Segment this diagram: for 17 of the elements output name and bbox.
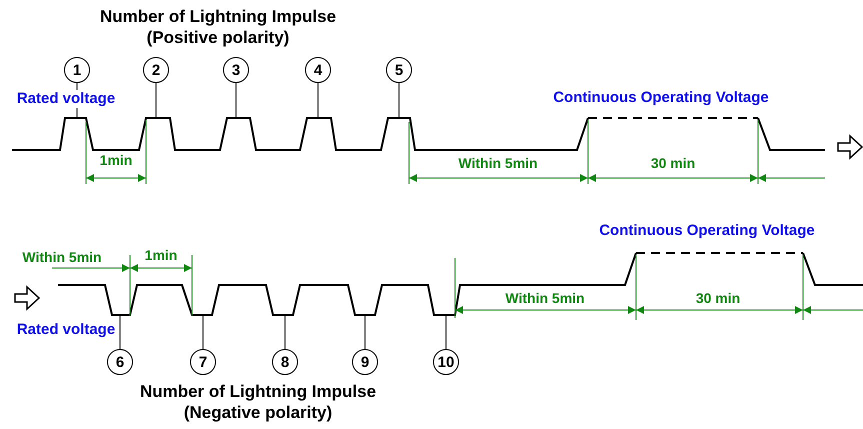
time-label: Within 5min: [505, 289, 585, 307]
voltage-label: Rated voltage: [14, 90, 118, 108]
time-label: Within 5min: [458, 154, 538, 172]
time-label: Within 5min: [22, 248, 102, 266]
voltage-label: Continuous Operating Voltage: [599, 222, 815, 240]
time-label: 1min: [144, 246, 178, 264]
voltage-label: Rated voltage: [16, 321, 116, 339]
leader-line: [398, 82, 400, 118]
figure-heading: Number of Lightning Impulse (Positive polarity): [98, 6, 338, 48]
leader-line: [364, 314, 366, 350]
leader-line: [284, 314, 286, 350]
time-label: 1min: [100, 151, 132, 169]
voltage-label: Continuous Operating Voltage: [553, 89, 769, 107]
time-label: 30 min: [696, 289, 740, 307]
leader-line: [202, 314, 204, 350]
figure-heading: Number of Lightning Impulse (Negative polarity): [138, 381, 378, 423]
time-label: 30 min: [650, 154, 696, 172]
